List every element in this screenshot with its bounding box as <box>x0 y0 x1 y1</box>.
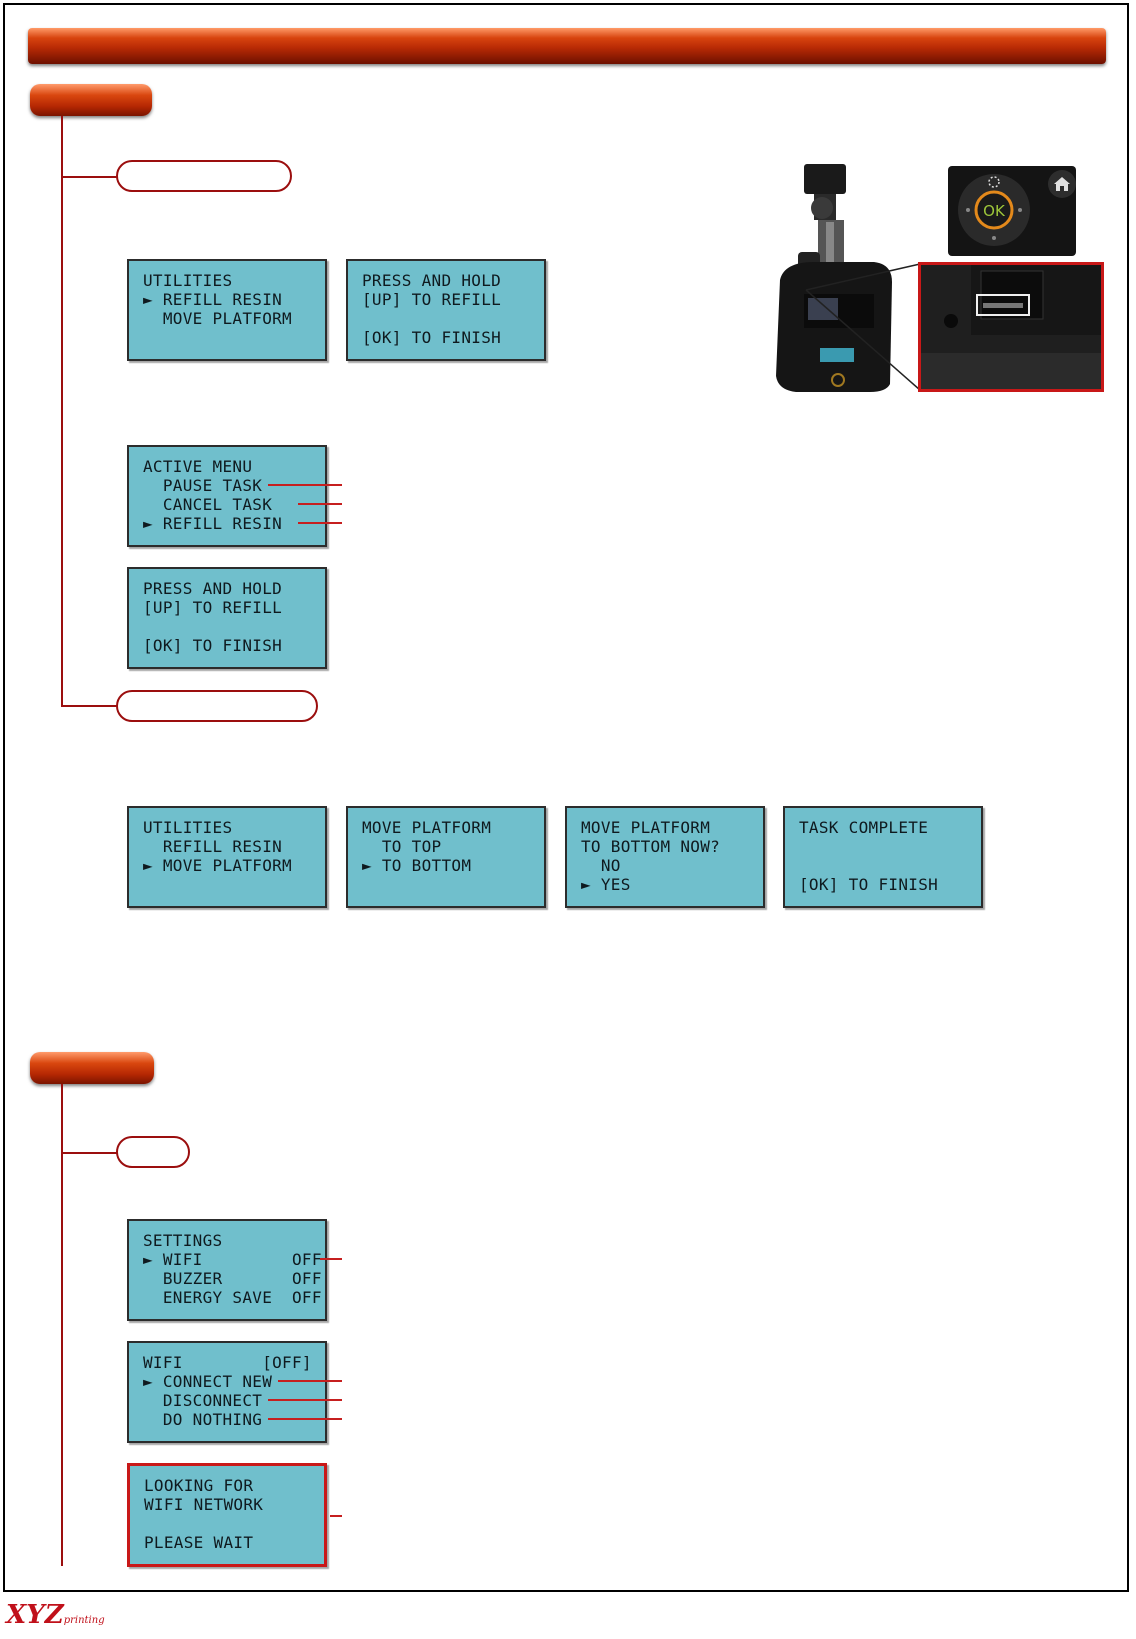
lcd-line: ► WIFI OFF <box>143 1250 322 1269</box>
lcd-line <box>799 856 981 875</box>
lead-pause-task <box>268 484 342 486</box>
lcd-line: PAUSE TASK <box>143 476 263 495</box>
lcd-move-platform: MOVE PLATFORM TO TOP ► TO BOTTOM <box>346 806 546 908</box>
lcd-settings: SETTINGS ► WIFI OFF BUZZER OFF ENERGY SA… <box>127 1219 327 1321</box>
control-panel-photo: OK <box>948 166 1076 256</box>
lcd-line: PRESS AND HOLD <box>143 579 283 598</box>
printer-photo <box>776 164 892 392</box>
lcd-line: [OK] TO FINISH <box>143 636 283 655</box>
tree-line-2 <box>61 1084 63 1566</box>
lcd-line <box>799 837 981 856</box>
lcd-line: [OK] TO FINISH <box>799 875 939 894</box>
lcd-line <box>143 617 325 636</box>
lcd-line: WIFI [OFF] <box>143 1353 312 1372</box>
section-tab-utilities <box>30 84 152 116</box>
title-bar <box>28 28 1106 64</box>
lcd-line: PRESS AND HOLD <box>362 271 502 290</box>
lead-looking <box>330 1515 342 1517</box>
lcd-line: TASK COMPLETE <box>799 818 929 837</box>
lead-refill-resin <box>298 522 342 524</box>
lead-disconnect <box>268 1399 342 1401</box>
pill-move-platform <box>116 690 318 722</box>
lead-do-nothing <box>268 1418 342 1420</box>
lcd-line: UTILITIES <box>143 271 233 290</box>
lead-connect-new <box>278 1380 342 1382</box>
lcd-line: MOVE PLATFORM <box>581 818 711 837</box>
lcd-active-menu: ACTIVE MENU PAUSE TASK CANCEL TASK ► REF… <box>127 445 327 547</box>
lcd-move-confirm: MOVE PLATFORM TO BOTTOM NOW? NO ► YES <box>565 806 765 908</box>
lcd-line: UTILITIES <box>143 818 233 837</box>
branch-move <box>61 705 117 707</box>
lcd-line: DISCONNECT <box>143 1391 263 1410</box>
lcd-line: NO <box>581 856 621 875</box>
xyz-logo: XYZprinting <box>6 1600 105 1630</box>
lcd-press-hold: PRESS AND HOLD [UP] TO REFILL [OK] TO FI… <box>346 259 546 361</box>
lcd-utilities-refill: UTILITIES ► REFILL RESIN MOVE PLATFORM <box>127 259 327 361</box>
lcd-press-hold-2: PRESS AND HOLD [UP] TO REFILL [OK] TO FI… <box>127 567 327 669</box>
lcd-line: [UP] TO REFILL <box>362 290 502 309</box>
lcd-looking-wifi: LOOKING FOR WIFI NETWORK PLEASE WAIT <box>127 1463 327 1567</box>
lcd-line: TO BOTTOM NOW? <box>581 837 721 856</box>
lcd-line: ► MOVE PLATFORM <box>143 856 292 875</box>
lcd-line: REFILL RESIN <box>143 837 283 856</box>
lcd-utilities-move: UTILITIES REFILL RESIN ► MOVE PLATFORM <box>127 806 327 908</box>
lcd-task-complete: TASK COMPLETE [OK] TO FINISH <box>783 806 983 908</box>
branch-wifi <box>61 1152 117 1154</box>
lcd-line: [OK] TO FINISH <box>362 328 502 347</box>
lcd-line: MOVE PLATFORM <box>143 309 292 328</box>
lcd-line: CANCEL TASK <box>143 495 273 514</box>
lcd-line: MOVE PLATFORM <box>362 818 492 837</box>
lcd-line: ► REFILL RESIN <box>143 290 283 309</box>
logo-sub: printing <box>63 1615 105 1626</box>
lcd-line: PLEASE WAIT <box>144 1533 254 1552</box>
lcd-line <box>144 1514 324 1533</box>
pill-refill-resin <box>116 160 292 192</box>
lcd-line: BUZZER OFF <box>143 1269 322 1288</box>
section-tab-settings <box>30 1052 154 1084</box>
lcd-line: LOOKING FOR <box>144 1476 254 1495</box>
page-frame <box>3 3 1129 1592</box>
lead-wifi-off <box>320 1258 342 1260</box>
logo-text: XYZ <box>6 1600 64 1630</box>
lcd-line: ► TO BOTTOM <box>362 856 472 875</box>
lcd-line: ► CONNECT NEW <box>143 1372 273 1391</box>
lcd-line: ► REFILL RESIN <box>143 514 283 533</box>
pill-wifi <box>116 1136 190 1168</box>
lcd-line: ACTIVE MENU <box>143 457 253 476</box>
ok-label: OK <box>983 202 1006 220</box>
lcd-line: [UP] TO REFILL <box>143 598 283 617</box>
lead-cancel-task <box>298 503 342 505</box>
lcd-line: ENERGY SAVE OFF <box>143 1288 322 1307</box>
branch-refill <box>61 176 117 178</box>
lcd-line: DO NOTHING <box>143 1410 263 1429</box>
tree-line-1 <box>61 116 63 706</box>
lcd-line: TO TOP <box>362 837 442 856</box>
detail-photo <box>918 262 1104 392</box>
lcd-line: WIFI NETWORK <box>144 1495 264 1514</box>
lcd-line: SETTINGS <box>143 1231 223 1250</box>
lcd-line <box>362 309 544 328</box>
lcd-line: ► YES <box>581 875 631 894</box>
lcd-wifi: WIFI [OFF] ► CONNECT NEW DISCONNECT DO N… <box>127 1341 327 1443</box>
home-icon <box>1054 177 1070 191</box>
